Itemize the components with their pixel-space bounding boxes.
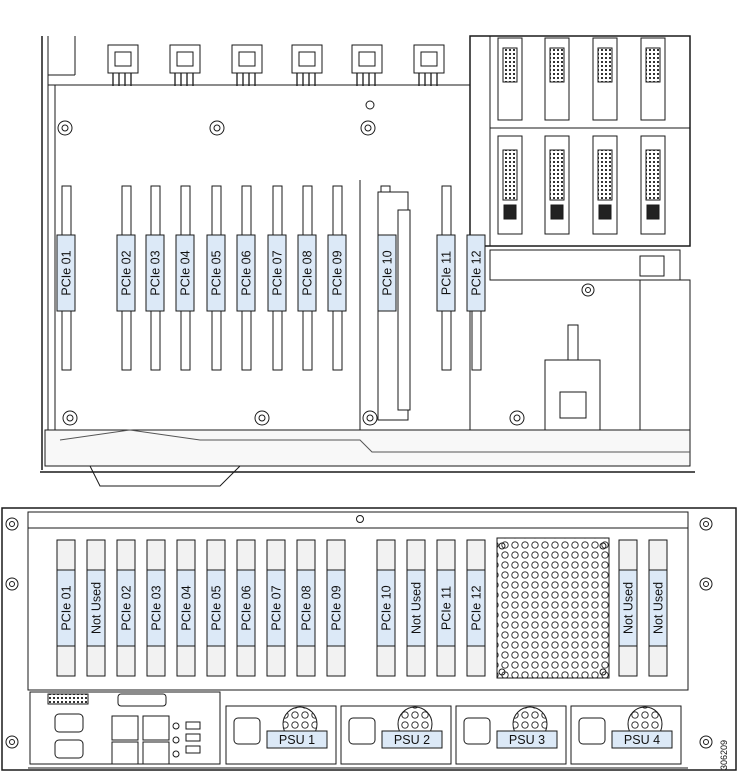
- rear-slot-label-4-text: PCIe 03: [150, 585, 164, 630]
- top-view-pcie-labels: PCIe 01 PCIe 02 PCIe 03 PCIe 04 PCIe 05 …: [56, 234, 486, 312]
- psu-label-3-text: PSU 3: [509, 733, 545, 747]
- rear-slot-label-11: PCIe 10: [376, 569, 396, 647]
- top-pcie-label-3-text: PCIe 03: [149, 250, 163, 295]
- rear-right-slot-label-2: Not Used: [648, 569, 668, 647]
- top-pcie-label-2-text: PCIe 02: [120, 250, 134, 295]
- psu-label-2-text: PSU 2: [394, 733, 430, 747]
- top-pcie-label-7: PCIe 07: [267, 234, 287, 312]
- rear-slot-label-14: PCIe 12: [466, 569, 486, 647]
- top-pcie-label-9-text: PCIe 09: [331, 250, 345, 295]
- rear-slot-label-12-text: Not Used: [410, 582, 424, 634]
- rear-slot-label-10-text: PCIe 09: [330, 585, 344, 630]
- rear-slot-label-7-text: PCIe 06: [240, 585, 254, 630]
- psu-labels: PSU 1 PSU 2 PSU 3 PSU 4: [266, 730, 673, 749]
- top-pcie-label-10-text: PCIe 10: [381, 250, 395, 295]
- motherboard-connectors: [107, 44, 445, 86]
- rear-slot-label-1: PCIe 01: [56, 569, 76, 647]
- rear-right-slot-label-2-text: Not Used: [652, 582, 666, 634]
- psu-label-4-text: PSU 4: [624, 733, 660, 747]
- top-pcie-label-1-text: PCIe 01: [60, 250, 74, 295]
- rear-slot-label-5-text: PCIe 04: [180, 585, 194, 630]
- top-pcie-label-5-text: PCIe 05: [210, 250, 224, 295]
- top-pcie-label-7-text: PCIe 07: [271, 250, 285, 295]
- rear-slot-label-4: PCIe 03: [146, 569, 166, 647]
- rear-slot-label-12: Not Used: [406, 569, 426, 647]
- rear-right-slot-label-1-text: Not Used: [622, 582, 636, 634]
- rear-right-slot-label-1: Not Used: [618, 569, 638, 647]
- rear-slot-label-7: PCIe 06: [236, 569, 256, 647]
- rear-slot-label-3-text: PCIe 02: [120, 585, 134, 630]
- rear-slot-label-13-text: PCIe 11: [440, 586, 454, 630]
- rear-slot-label-2: Not Used: [86, 569, 106, 647]
- rear-vent-grille: [496, 537, 610, 679]
- psu-label-1-text: PSU 1: [279, 733, 315, 747]
- top-pcie-label-3: PCIe 03: [145, 234, 165, 312]
- top-pcie-label-8: PCIe 08: [297, 234, 317, 312]
- rear-slot-label-5: PCIe 04: [176, 569, 196, 647]
- top-pcie-label-6: PCIe 06: [236, 234, 256, 312]
- figure-id: 306209: [719, 740, 729, 770]
- top-pcie-label-9: PCIe 09: [327, 234, 347, 312]
- rear-slot-label-8: PCIe 07: [266, 569, 286, 647]
- top-pcie-label-11: PCIe 11: [436, 234, 456, 312]
- rear-slot-label-6-text: PCIe 05: [210, 585, 224, 630]
- top-pcie-label-8-text: PCIe 08: [301, 250, 315, 295]
- psu-label-1: PSU 1: [266, 730, 328, 749]
- psu-label-4: PSU 4: [611, 730, 673, 749]
- motherboard-screws: [57, 100, 676, 426]
- rear-io-panel: [29, 691, 221, 765]
- top-pcie-label-5: PCIe 05: [206, 234, 226, 312]
- top-pcie-label-1: PCIe 01: [56, 234, 76, 312]
- rear-slot-label-9-text: PCIe 08: [300, 585, 314, 630]
- psu-label-2: PSU 2: [381, 730, 443, 749]
- rear-slot-label-11-text: PCIe 10: [380, 585, 394, 630]
- rear-slot-label-10: PCIe 09: [326, 569, 346, 647]
- top-pcie-label-4: PCIe 04: [175, 234, 195, 312]
- top-pcie-label-12: PCIe 12: [466, 234, 486, 312]
- top-pcie-label-6-text: PCIe 06: [240, 250, 254, 295]
- drive-cage: [469, 35, 691, 247]
- rear-slot-label-3: PCIe 02: [116, 569, 136, 647]
- rear-slot-label-8-text: PCIe 07: [270, 585, 284, 630]
- top-view: [40, 35, 695, 487]
- rear-slot-label-14-text: PCIe 12: [470, 585, 484, 630]
- top-pcie-label-12-text: PCIe 12: [470, 250, 484, 295]
- rear-slot-label-6: PCIe 05: [206, 569, 226, 647]
- top-pcie-label-4-text: PCIe 04: [179, 250, 193, 295]
- top-pcie-label-2: PCIe 02: [116, 234, 136, 312]
- rear-slot-label-13: PCIe 11: [436, 569, 456, 647]
- rear-slot-label-9: PCIe 08: [296, 569, 316, 647]
- top-pcie-label-10: PCIe 10: [377, 234, 397, 312]
- rear-view-slot-labels: PCIe 01 Not Used PCIe 02 PCIe 03 PCIe 04…: [56, 569, 668, 647]
- rear-slot-label-1-text: PCIe 01: [60, 585, 74, 630]
- top-pcie-label-11-text: PCIe 11: [440, 251, 454, 295]
- rear-slot-label-2-text: Not Used: [90, 582, 104, 634]
- psu-label-3: PSU 3: [496, 730, 558, 749]
